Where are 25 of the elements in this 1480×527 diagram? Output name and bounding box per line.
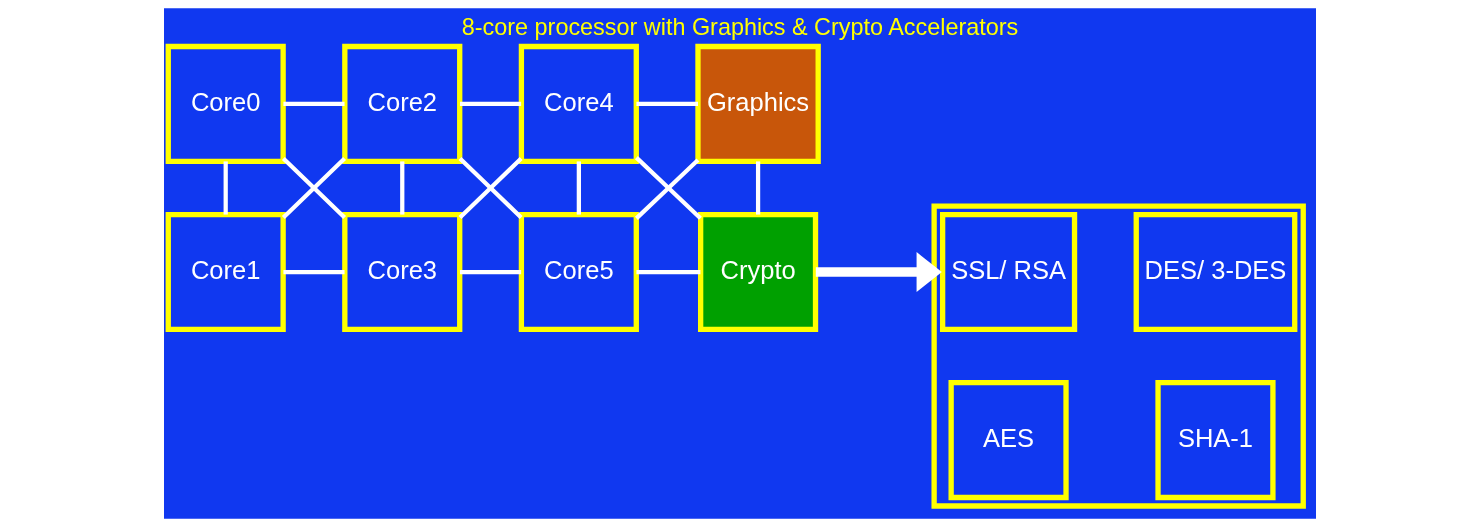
connector	[283, 101, 345, 107]
connector	[460, 101, 522, 107]
node-box: Core5	[518, 211, 639, 333]
diagram-title: 8-core processor with Graphics & Crypto Accelerators	[461, 14, 1019, 41]
node-box: Core0	[165, 43, 286, 165]
node-box: Core4	[518, 43, 639, 165]
connector	[460, 269, 522, 275]
node-box: SHA-1	[1155, 379, 1276, 501]
node-box: Graphics	[695, 43, 821, 165]
connector	[283, 269, 345, 275]
node-box: Core3	[342, 211, 463, 333]
connector	[223, 161, 228, 215]
node-box: Core1	[165, 211, 286, 333]
arrow	[815, 252, 942, 292]
node-box: AES	[948, 379, 1069, 501]
connector	[636, 269, 701, 275]
node-box: DES/ 3-DES	[1133, 211, 1298, 333]
node-box: Core2	[342, 43, 463, 165]
node-box: SSL/ RSA	[940, 211, 1078, 333]
connector	[636, 101, 698, 107]
cluster	[931, 203, 1306, 509]
connector	[755, 161, 761, 215]
connector	[576, 161, 581, 215]
node-box: Crypto	[698, 211, 819, 333]
connector	[400, 161, 405, 215]
